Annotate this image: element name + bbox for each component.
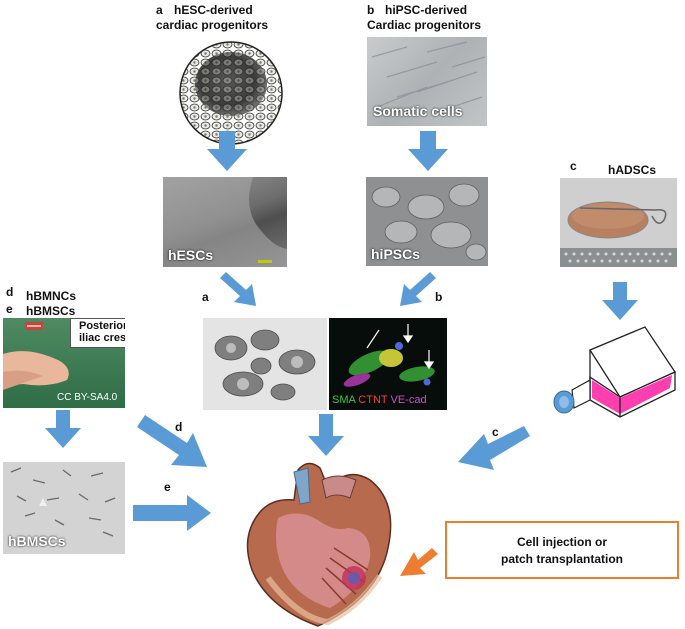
inset-label-line1: Posterior	[79, 320, 125, 332]
inset-label-line2: iliac crest	[79, 332, 125, 344]
arrow-c-to-heart	[458, 426, 530, 472]
hipscs-caption: hiPSCs	[371, 246, 421, 262]
blastocyst-illustration	[178, 40, 284, 146]
stain-ctnt-label: CTNT	[358, 394, 388, 406]
transplantation-callout-box: Cell injection or patch transplantation	[445, 521, 679, 579]
col-a-title-line1: hESC-derived	[174, 3, 253, 17]
arrow-down-c	[602, 282, 638, 320]
hbmscs-caption: hBMSCs	[8, 533, 66, 549]
license-caption: CC BY-SA4.0	[57, 392, 118, 403]
arrow-down-b1	[408, 131, 448, 171]
hadscs-title: hADSCs	[608, 163, 657, 177]
label-d-letter: d	[6, 285, 14, 299]
stain-vecad-label: VE-cad	[390, 394, 427, 406]
col-a-title-line2: cardiac progenitors	[156, 18, 269, 32]
somatic-cells-micrograph: Somatic cells	[367, 37, 487, 126]
immunofluorescence-micrograph: SMA CTNT VE-cad	[329, 318, 447, 410]
hbmscs-title: hBMSCs	[26, 304, 76, 318]
hadscs-photo	[560, 178, 677, 267]
arrow-diag-a	[220, 272, 258, 308]
callout-line2: patch transplantation	[500, 552, 623, 566]
label-a-letter: a	[156, 3, 163, 17]
arrow-label-d: d	[175, 420, 183, 434]
iliac-crest-photo: Posterior iliac crest CC BY-SA4.0	[3, 318, 125, 408]
hbmncs-title: hBMNCs	[26, 289, 76, 303]
arrow-down-a1	[207, 131, 247, 171]
arrow-label-c: c	[492, 425, 499, 439]
arrow-e-to-heart	[133, 495, 211, 531]
arrow-label-e: e	[164, 480, 171, 494]
somatic-cells-caption: Somatic cells	[373, 103, 463, 119]
hescs-micrograph: hESCs	[163, 177, 287, 267]
arrow-down-e	[45, 410, 81, 448]
heart-illustration	[238, 458, 406, 628]
label-e-letter: e	[6, 302, 13, 316]
label-b-letter: b	[367, 3, 375, 17]
arrow-orange-to-heart	[400, 548, 438, 580]
cardiomyocytes-brightfield-micrograph	[203, 318, 327, 410]
center-label-a: a	[202, 290, 209, 304]
hbmscs-micrograph: hBMSCs	[3, 462, 125, 554]
center-label-b: b	[435, 290, 443, 304]
arrow-diag-b	[398, 272, 436, 308]
arrow-down-center	[308, 414, 344, 456]
col-b-title-line2: Cardiac progenitors	[367, 18, 482, 32]
hipscs-micrograph: hiPSCs	[366, 177, 488, 266]
stain-sma-label: SMA	[332, 394, 356, 406]
culture-flask-illustration	[550, 322, 678, 422]
label-c-letter: c	[570, 159, 577, 173]
hescs-caption: hESCs	[168, 247, 214, 263]
callout-line1: Cell injection or	[516, 535, 607, 549]
arrow-d-to-heart	[137, 415, 209, 469]
col-b-title-line1: hiPSC-derived	[385, 3, 468, 17]
